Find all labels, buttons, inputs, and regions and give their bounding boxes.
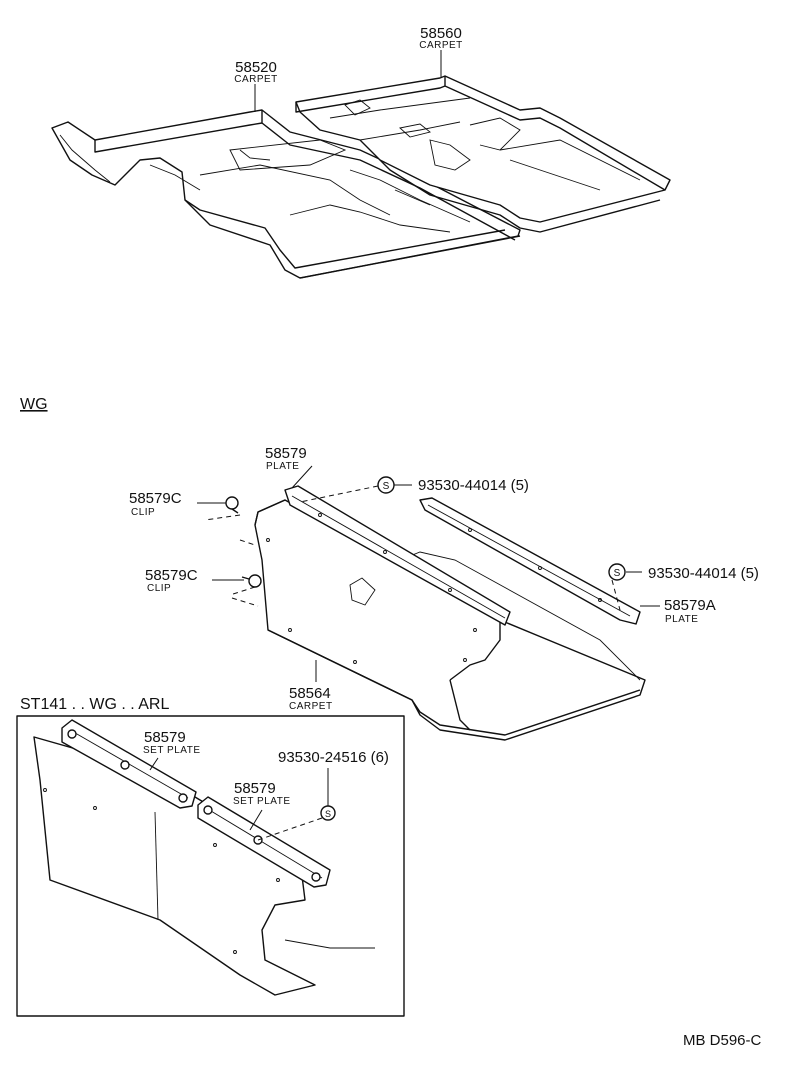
- clip-upper-name: CLIP: [131, 507, 155, 518]
- diagram-code: MB D596-C: [683, 1032, 762, 1049]
- screw-symbol-right: [608, 563, 626, 581]
- clip-upper-drawing: [204, 496, 241, 521]
- front-carpet-drawing: [51, 109, 521, 279]
- rear-carpet-part-no: 58560: [420, 25, 462, 42]
- front-carpet-part-no: 58520: [235, 59, 277, 76]
- plate-name: PLATE: [266, 461, 299, 472]
- plate-a-drawing: [419, 497, 641, 625]
- screw-symbol-right-label: S: [614, 568, 621, 579]
- front-carpet-name: CARPET: [234, 74, 278, 85]
- set-plate-2-name: SET PLATE: [233, 796, 290, 807]
- screw-symbol-upper-label: S: [383, 481, 390, 492]
- clip-lower-drawing: [229, 539, 262, 607]
- plate-a-name: PLATE: [665, 614, 698, 625]
- plate-drawing: [284, 485, 511, 626]
- plate-a-part-no: 58579A: [664, 597, 716, 614]
- section-label-wg: WG: [20, 396, 48, 413]
- inset-set-plate-2-drawing: [197, 796, 331, 888]
- luggage-carpet-part-no: 58564: [289, 685, 331, 702]
- rear-carpet-name: CARPET: [419, 40, 463, 51]
- inset-set-plate-1-drawing: [61, 719, 197, 809]
- screw-symbol-inset-label: S: [325, 809, 331, 819]
- plate-part-no: 58579: [265, 445, 307, 462]
- screw-upper-part-no: 93530-44014 (5): [418, 477, 529, 494]
- set-plate-1-part-no: 58579: [144, 729, 186, 746]
- set-plate-2-part-no: 58579: [234, 780, 276, 797]
- screw-symbol-upper: [377, 476, 395, 494]
- inset-label: ST141 . . WG . . ARL: [20, 696, 169, 713]
- screw-right-part-no: 93530-44014 (5): [648, 565, 759, 582]
- screw-inset-part-no: 93530-24516 (6): [278, 749, 389, 766]
- rear-carpet-drawing: [295, 75, 671, 233]
- luggage-carpet-name: CARPET: [289, 701, 333, 712]
- inset-box: [16, 715, 405, 1017]
- clip-lower-part-no: 58579C: [145, 567, 198, 584]
- set-plate-1-name: SET PLATE: [143, 745, 200, 756]
- screw-symbol-inset: [320, 805, 336, 821]
- clip-lower-name: CLIP: [147, 583, 171, 594]
- clip-upper-part-no: 58579C: [129, 490, 182, 507]
